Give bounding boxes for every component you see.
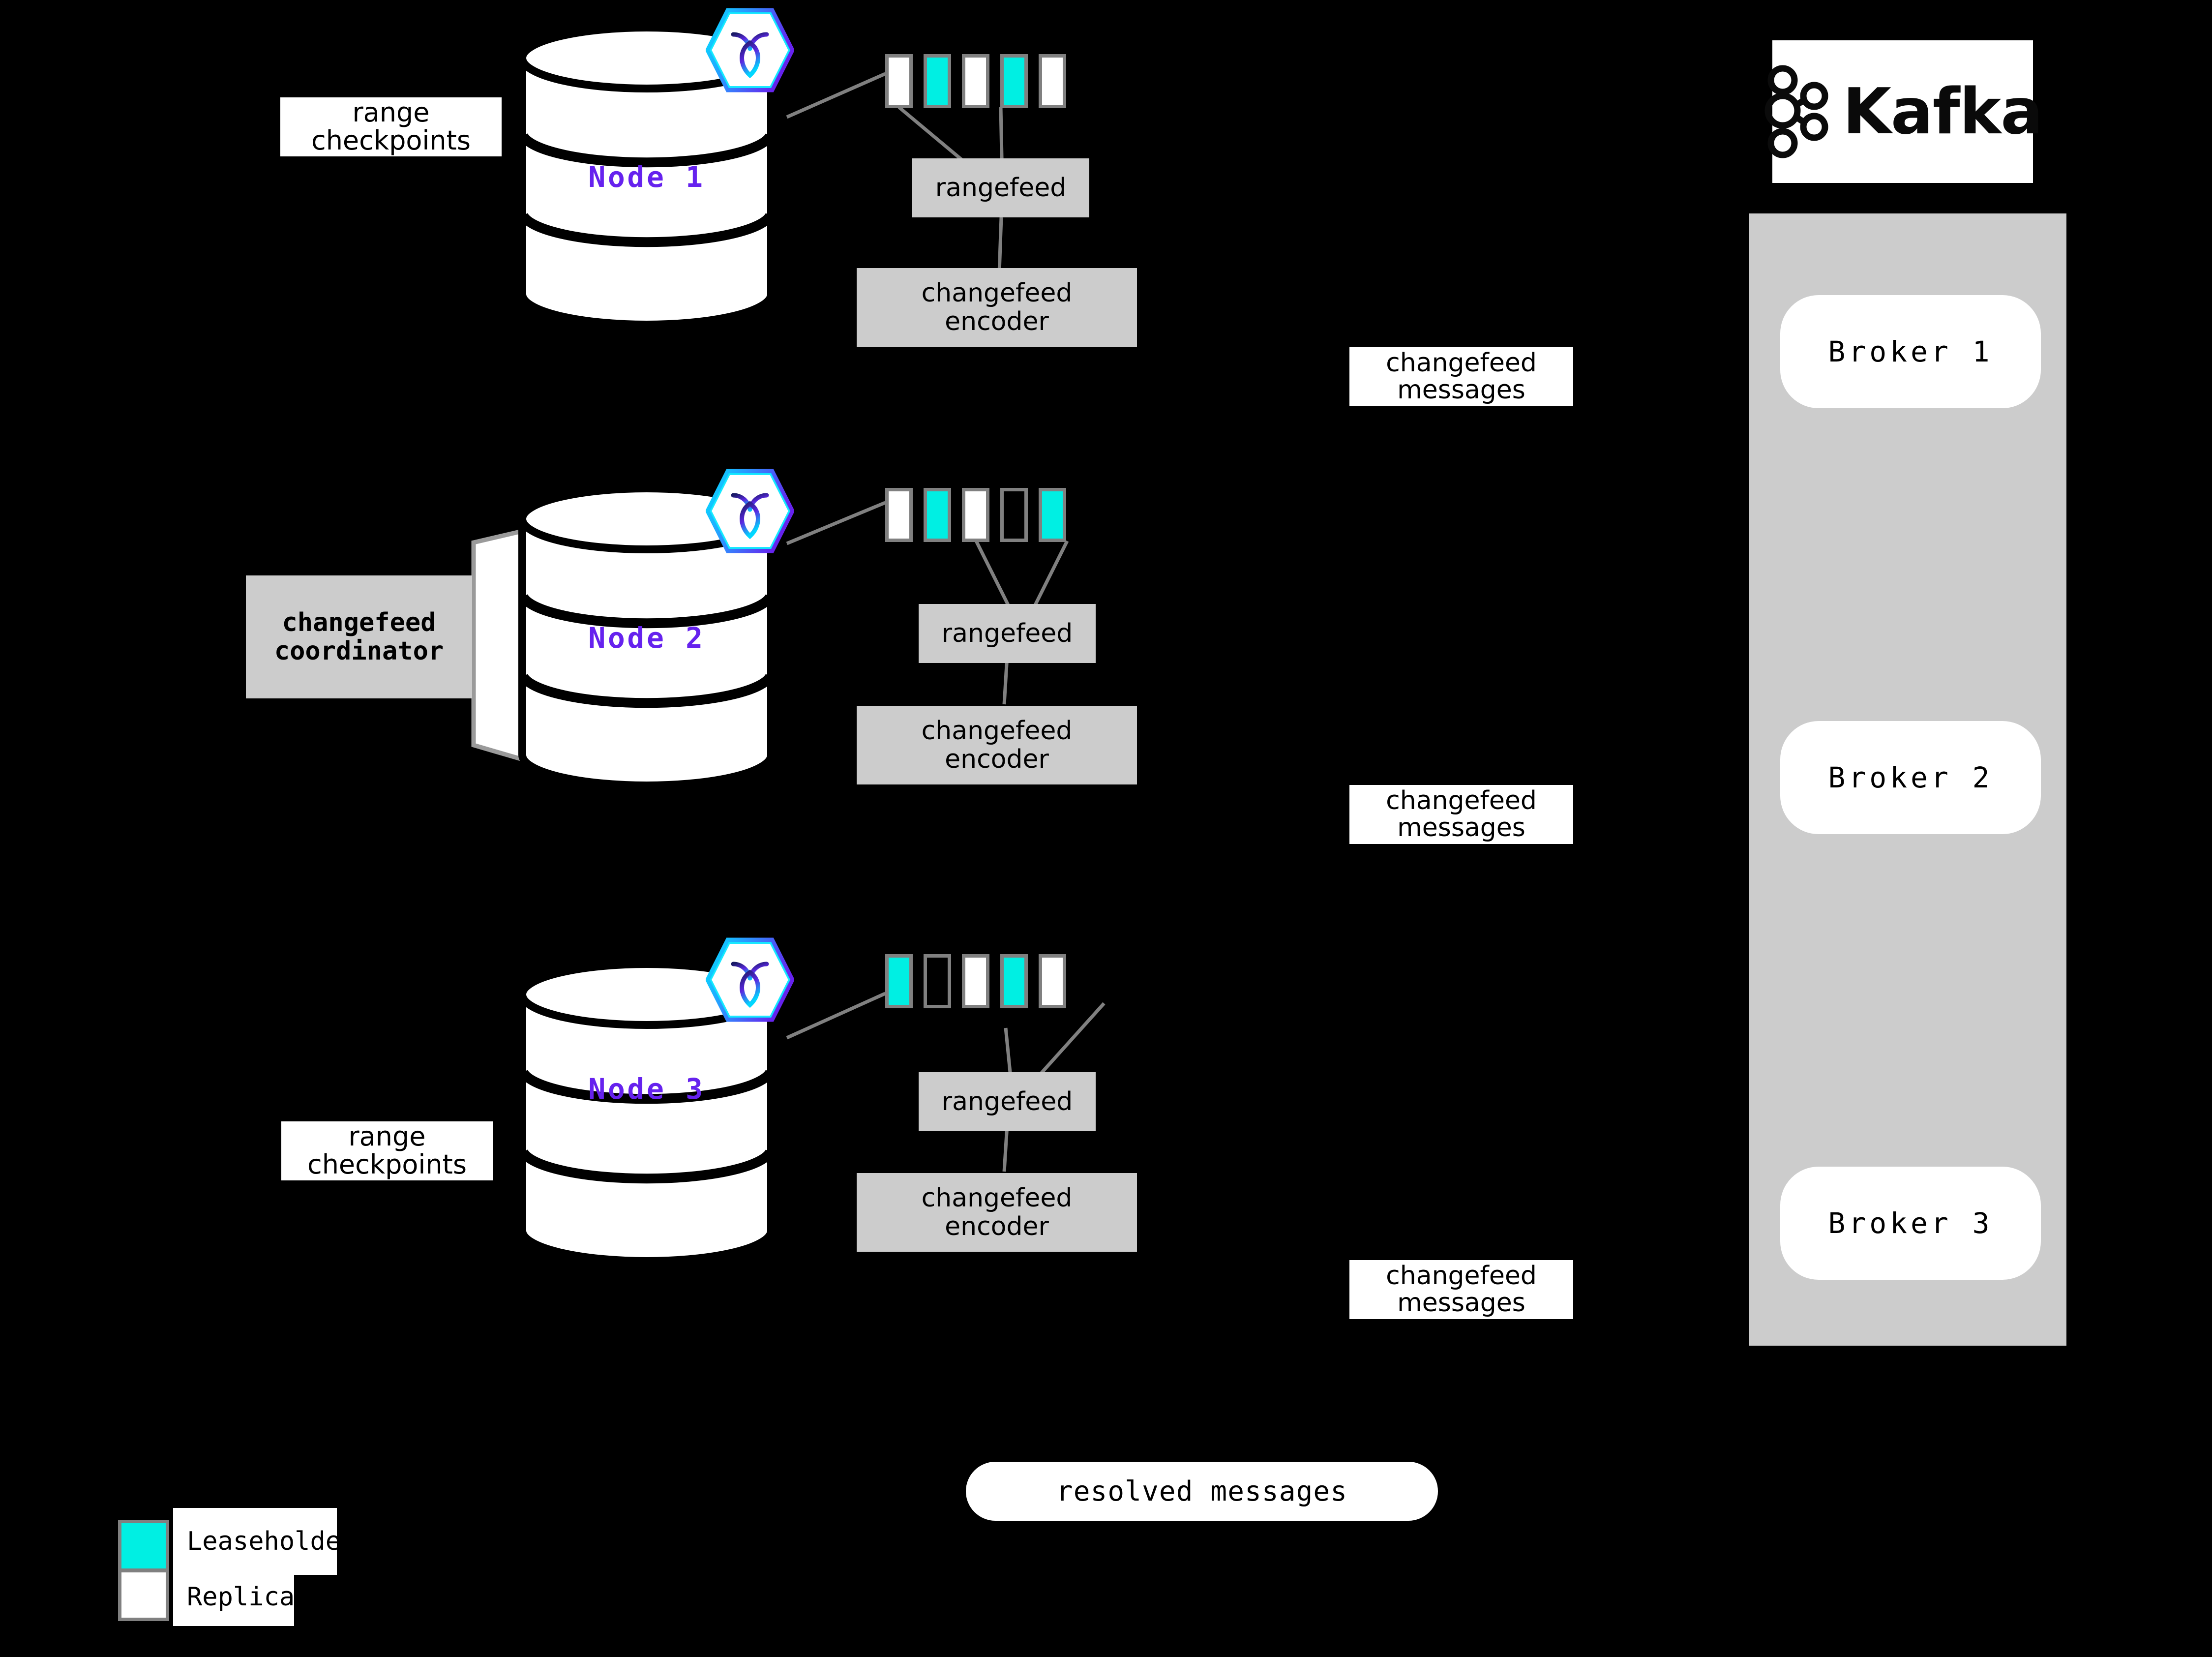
legend: Leaseholder Replica	[118, 1508, 423, 1628]
node-3-cylinder: Node 3	[516, 960, 777, 1265]
node-3-range-checkpoints-label: range checkpoints	[281, 1121, 493, 1180]
node-1-cylinder: Node 1	[516, 24, 777, 329]
messages-line-2: messages	[1397, 375, 1525, 405]
messages-line-1: changefeed	[1386, 786, 1537, 816]
range-leaseholder[interactable]	[885, 954, 913, 1008]
range-replica[interactable]	[885, 488, 913, 542]
encoder-label-line-1: changefeed	[921, 716, 1073, 746]
range-checkpoints-line-1: range	[352, 97, 430, 128]
resolved-messages-label: resolved messages	[1056, 1475, 1348, 1507]
broker-label: Broker 1	[1828, 335, 1993, 368]
broker-2[interactable]: Broker 2	[1780, 721, 2041, 834]
range-checkpoints-line-1: range	[348, 1121, 426, 1152]
kafka-logo-box: Kafka	[1764, 40, 2043, 183]
range-leaseholder[interactable]	[924, 488, 951, 542]
coordinator-line-1: changefeed	[282, 607, 436, 637]
range-leaseholder[interactable]	[1000, 954, 1028, 1008]
messages-line-1: changefeed	[1386, 1261, 1537, 1291]
encoder-label-line-2: encoder	[945, 307, 1049, 336]
messages-line-2: messages	[1397, 1288, 1525, 1318]
range-replica[interactable]	[962, 954, 989, 1008]
changefeed-messages-label-2: changefeed messages	[1349, 785, 1573, 844]
range-empty[interactable]	[1000, 488, 1028, 542]
range-empty[interactable]	[924, 954, 951, 1008]
kafka-inbound-arrow	[2063, 331, 2100, 349]
range-replica[interactable]	[885, 54, 913, 108]
cockroachdb-hexagon-icon	[705, 937, 795, 1023]
node-3-changefeed-encoder-box[interactable]: changefeed encoder	[857, 1173, 1137, 1252]
broker-label: Broker 3	[1828, 1206, 1993, 1240]
messages-line-1: changefeed	[1386, 348, 1537, 378]
range-replica[interactable]	[962, 54, 989, 108]
node-3-rangefeed-box[interactable]: rangefeed	[919, 1072, 1096, 1131]
node-1-label: Node 1	[588, 160, 705, 194]
changefeed-coordinator-box[interactable]: changefeed coordinator	[246, 575, 472, 698]
range-replica[interactable]	[1039, 954, 1066, 1008]
broker-3[interactable]: Broker 3	[1780, 1167, 2041, 1280]
resolved-messages-pill[interactable]: resolved messages	[966, 1462, 1438, 1521]
cockroachdb-hexagon-icon	[705, 468, 795, 554]
node-2-range-strip	[885, 488, 1066, 542]
coordinator-line-2: coordinator	[274, 636, 444, 666]
broker-label: Broker 2	[1828, 761, 1993, 794]
node-1-range-checkpoints-label: range checkpoints	[280, 97, 502, 156]
legend-swatch-leaseholder	[118, 1520, 169, 1572]
encoder-label-line-2: encoder	[945, 745, 1049, 774]
range-replica[interactable]	[962, 488, 989, 542]
broker-1[interactable]: Broker 1	[1780, 295, 2041, 408]
range-leaseholder[interactable]	[924, 54, 951, 108]
range-leaseholder[interactable]	[1000, 54, 1028, 108]
node-3-label: Node 3	[588, 1072, 705, 1106]
node-1-range-strip	[885, 54, 1066, 108]
rangefeed-label: rangefeed	[941, 618, 1073, 648]
rangefeed-label: rangefeed	[935, 173, 1067, 203]
legend-label-leaseholder: Leaseholder	[173, 1508, 356, 1575]
messages-line-2: messages	[1397, 813, 1525, 843]
encoder-label-line-1: changefeed	[921, 278, 1073, 308]
node-1-rangefeed-box[interactable]: rangefeed	[912, 158, 1089, 217]
node-2-rangefeed-box[interactable]: rangefeed	[919, 604, 1096, 663]
range-checkpoints-line-2: checkpoints	[311, 125, 471, 156]
range-replica[interactable]	[1039, 54, 1066, 108]
node-2-cylinder: Node 2	[516, 484, 777, 789]
kafka-nodes-icon	[1763, 61, 1832, 162]
changefeed-messages-label-1: changefeed messages	[1349, 347, 1573, 406]
range-checkpoints-line-2: checkpoints	[307, 1149, 467, 1180]
kafka-wordmark: Kafka	[1842, 75, 2043, 149]
range-leaseholder[interactable]	[1039, 488, 1066, 542]
node-2-label: Node 2	[588, 621, 705, 655]
node-2-changefeed-encoder-box[interactable]: changefeed encoder	[857, 706, 1137, 784]
cockroachdb-hexagon-icon	[705, 7, 795, 93]
changefeed-messages-label-3: changefeed messages	[1349, 1260, 1573, 1319]
node-3-range-strip	[885, 954, 1066, 1008]
node-1-changefeed-encoder-box[interactable]: changefeed encoder	[857, 268, 1137, 347]
legend-swatch-replica	[118, 1569, 169, 1621]
encoder-label-line-2: encoder	[945, 1212, 1049, 1241]
encoder-label-line-1: changefeed	[921, 1183, 1073, 1213]
rangefeed-label: rangefeed	[941, 1086, 1073, 1116]
legend-label-replica: Replica	[173, 1568, 295, 1626]
